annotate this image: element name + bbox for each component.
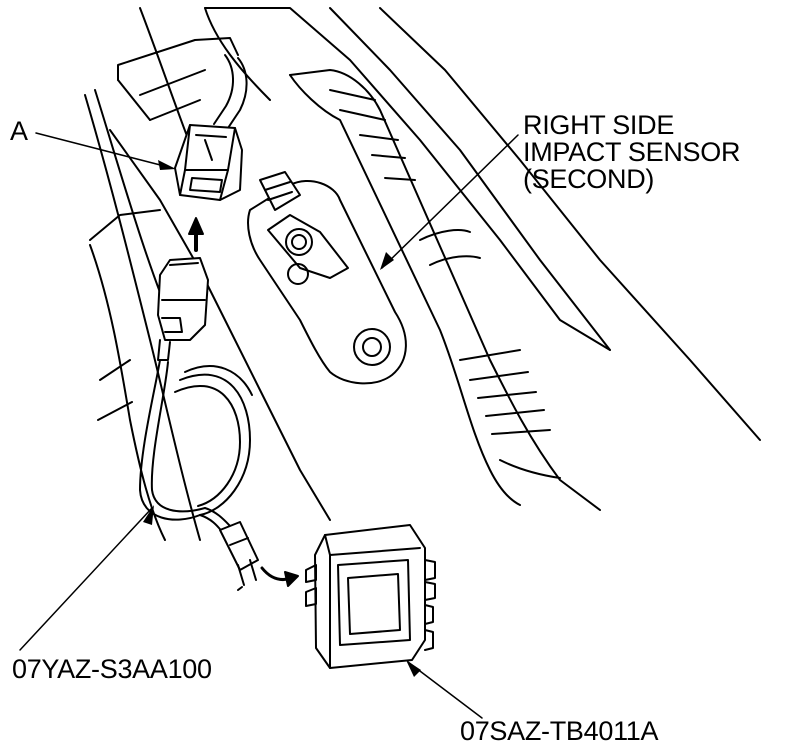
harness-connector — [157, 257, 209, 361]
dummy-inflator — [305, 524, 436, 669]
connect-arrow-up — [188, 217, 204, 252]
leader-harness — [19, 507, 153, 651]
body-panel-lines — [84, 7, 761, 541]
connect-arrow-right — [260, 566, 299, 587]
leader-a — [35, 132, 173, 169]
harness-cable — [139, 359, 253, 536]
label-impact-sensor-line2: IMPACT SENSOR — [523, 137, 741, 167]
leader-sensor — [381, 134, 519, 269]
leader-arrowheads — [143, 160, 421, 677]
leader-lines — [19, 132, 519, 719]
connector-a — [174, 124, 243, 201]
label-impact-sensor: RIGHT SIDE IMPACT SENSOR (SECOND) — [523, 112, 740, 193]
label-connector-a: A — [10, 116, 28, 146]
label-dummy-part-number: 07SAZ-TB4011A — [460, 716, 659, 746]
test-plug — [219, 521, 259, 591]
label-harness-part-number: 07YAZ-S3AA100 — [12, 654, 212, 684]
vehicle-harness — [213, 54, 248, 129]
trim-plate — [117, 37, 239, 121]
leader-dummy — [407, 661, 483, 719]
pillar-trim — [289, 69, 601, 511]
impact-sensor — [247, 171, 407, 385]
label-impact-sensor-line3: (SECOND) — [523, 164, 655, 194]
label-impact-sensor-line1: RIGHT SIDE — [523, 110, 675, 140]
